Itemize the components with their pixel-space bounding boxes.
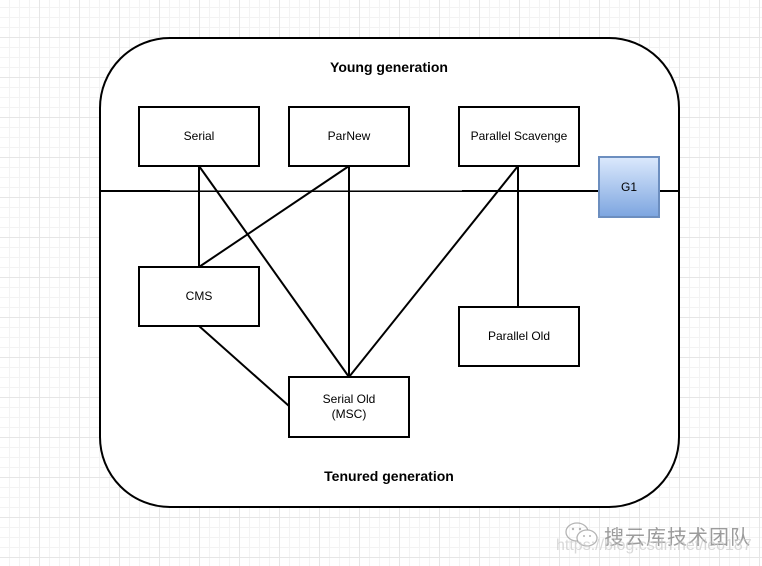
collector-serial-label: Serial bbox=[183, 129, 215, 143]
edge-parallelscavenge-serialold bbox=[348, 165, 519, 378]
collector-parnew-label: ParNew bbox=[327, 129, 371, 143]
watermark-title: 搜云库技术团队 bbox=[604, 525, 751, 549]
wechat-icon bbox=[565, 522, 598, 547]
young-generation-label: Young generation bbox=[330, 59, 448, 75]
edge-serial-serialold bbox=[198, 165, 350, 378]
collector-parallel-old-label: Parallel Old bbox=[487, 329, 551, 343]
collector-g1[interactable]: G1 bbox=[598, 156, 660, 218]
collector-parallel-scavenge-label: Parallel Scavenge bbox=[470, 129, 568, 143]
tenured-generation-label: Tenured generation bbox=[324, 468, 454, 484]
edge-parnew-cms bbox=[198, 165, 350, 268]
collector-cms[interactable]: CMS bbox=[138, 266, 260, 327]
collector-parallel-scavenge[interactable]: Parallel Scavenge bbox=[458, 106, 580, 167]
collector-parallel-old[interactable]: Parallel Old bbox=[458, 306, 580, 367]
collector-serial-old[interactable]: Serial Old (MSC) bbox=[288, 376, 410, 438]
collector-serial-old-label: Serial Old (MSC) bbox=[322, 392, 376, 421]
collector-g1-label: G1 bbox=[620, 179, 637, 194]
collector-parnew[interactable]: ParNew bbox=[288, 106, 410, 167]
edge-cms-serialold bbox=[198, 325, 290, 407]
watermark-url: https://blog.csdn.net/leo187 bbox=[556, 537, 752, 554]
collector-cms-label: CMS bbox=[185, 289, 213, 303]
collector-serial[interactable]: Serial bbox=[138, 106, 260, 167]
